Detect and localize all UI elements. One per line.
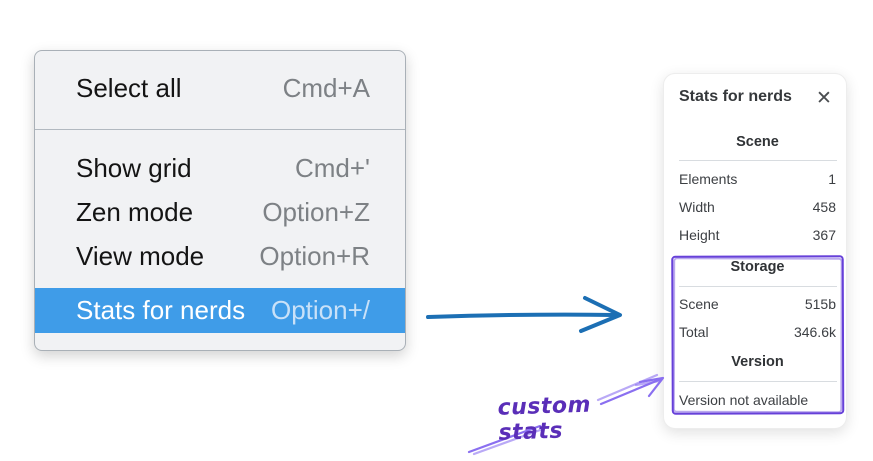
stat-label: Elements	[679, 171, 738, 187]
panel-divider	[679, 381, 837, 382]
menu-item-label: Stats for nerds	[76, 295, 246, 325]
custom-stats-arrow	[596, 373, 665, 406]
panel-divider	[679, 286, 837, 287]
section-header-scene: Scene	[736, 134, 779, 150]
stat-label: Scene	[679, 296, 719, 312]
stat-row-total: Total 346.6k	[679, 324, 836, 340]
custom-stats-label: custom stats	[497, 392, 592, 446]
stat-row-width: Width 458	[679, 199, 836, 215]
menu-item-label: View mode	[76, 241, 205, 271]
menu-item-zen-mode[interactable]: Zen mode Option+Z	[35, 190, 405, 235]
menu-item-shortcut: Option+/	[270, 295, 370, 325]
close-icon: ✕	[816, 87, 832, 109]
menu-item-shortcut: Cmd+'	[294, 153, 370, 183]
stat-label: Height	[679, 227, 720, 243]
menu-item-view-mode[interactable]: View mode Option+R	[35, 234, 405, 279]
menu-item-label: Select all	[76, 73, 182, 103]
stat-label: Width	[679, 199, 715, 215]
stats-panel-title: Stats for nerds	[679, 88, 792, 105]
menu-item-shortcut: Option+R	[259, 241, 370, 271]
close-button[interactable]: ✕	[812, 86, 836, 110]
menu-item-label: Zen mode	[76, 197, 194, 227]
stat-row-height: Height 367	[679, 227, 836, 243]
stats-panel: Stats for nerds ✕ Scene Elements 1 Width…	[663, 73, 847, 429]
menu-item-shortcut: Cmd+A	[282, 73, 370, 103]
stat-row-scene: Scene 515b	[679, 296, 836, 312]
menu-divider	[35, 129, 405, 130]
menu-item-shortcut: Option+Z	[262, 197, 370, 227]
blue-arrow	[426, 296, 622, 333]
stat-value: 367	[812, 227, 836, 243]
stat-value: 346.6k	[793, 324, 836, 340]
stat-value: 1	[828, 171, 836, 187]
version-note: Version not available	[679, 392, 809, 408]
menu-item-show-grid[interactable]: Show grid Cmd+'	[35, 146, 405, 191]
section-header-storage: Storage	[730, 259, 785, 275]
custom-stats-underline	[467, 424, 545, 456]
menu-item-select-all[interactable]: Select all Cmd+A	[35, 66, 405, 111]
context-menu: Select all Cmd+A Show grid Cmd+' Zen mod…	[34, 50, 406, 351]
section-header-version: Version	[731, 354, 784, 370]
stat-value: 515b	[804, 296, 836, 312]
stat-value: 458	[812, 199, 836, 215]
menu-item-stats-for-nerds[interactable]: Stats for nerds Option+/	[35, 288, 405, 333]
stat-label: Total	[679, 324, 709, 340]
menu-item-label: Show grid	[76, 153, 192, 183]
stat-row-elements: Elements 1	[679, 171, 836, 187]
panel-divider	[679, 160, 837, 161]
